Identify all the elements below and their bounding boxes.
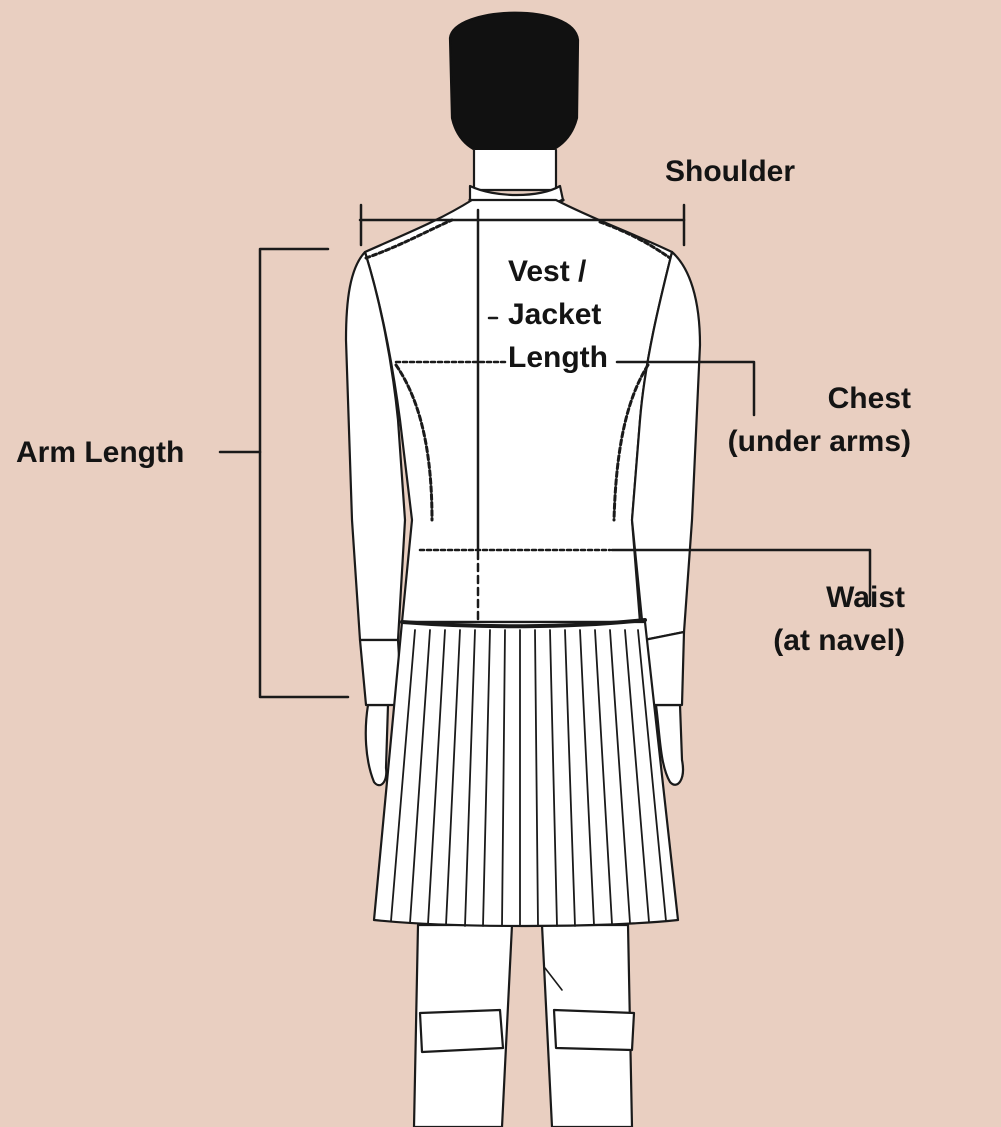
chest-label: Chest (under arms) bbox=[727, 382, 911, 458]
jacket-length-measure-line bbox=[476, 208, 499, 624]
arm-length-measure-line bbox=[218, 247, 350, 699]
left-sleeve bbox=[344, 250, 407, 642]
right-hand bbox=[654, 703, 685, 786]
waist-measure-line bbox=[418, 548, 872, 607]
right-sleeve bbox=[630, 250, 702, 642]
head-hair bbox=[448, 11, 580, 160]
left-sock-cuff bbox=[418, 1008, 505, 1054]
right-sock-cuff bbox=[552, 1008, 636, 1052]
vest-jacket-length-label: Vest / Jacket Length bbox=[508, 255, 608, 374]
shoulder-label: Shoulder bbox=[665, 155, 796, 188]
kilt-waistband bbox=[400, 618, 647, 629]
kilt-pleats bbox=[390, 629, 667, 927]
shoulder-measure-line bbox=[358, 203, 686, 247]
left-hand bbox=[364, 703, 390, 787]
chest-measure-line bbox=[394, 360, 756, 417]
waist-label: Waist (at navel) bbox=[773, 581, 905, 657]
neck bbox=[472, 148, 558, 192]
arm-length-label: Arm Length bbox=[16, 436, 185, 469]
